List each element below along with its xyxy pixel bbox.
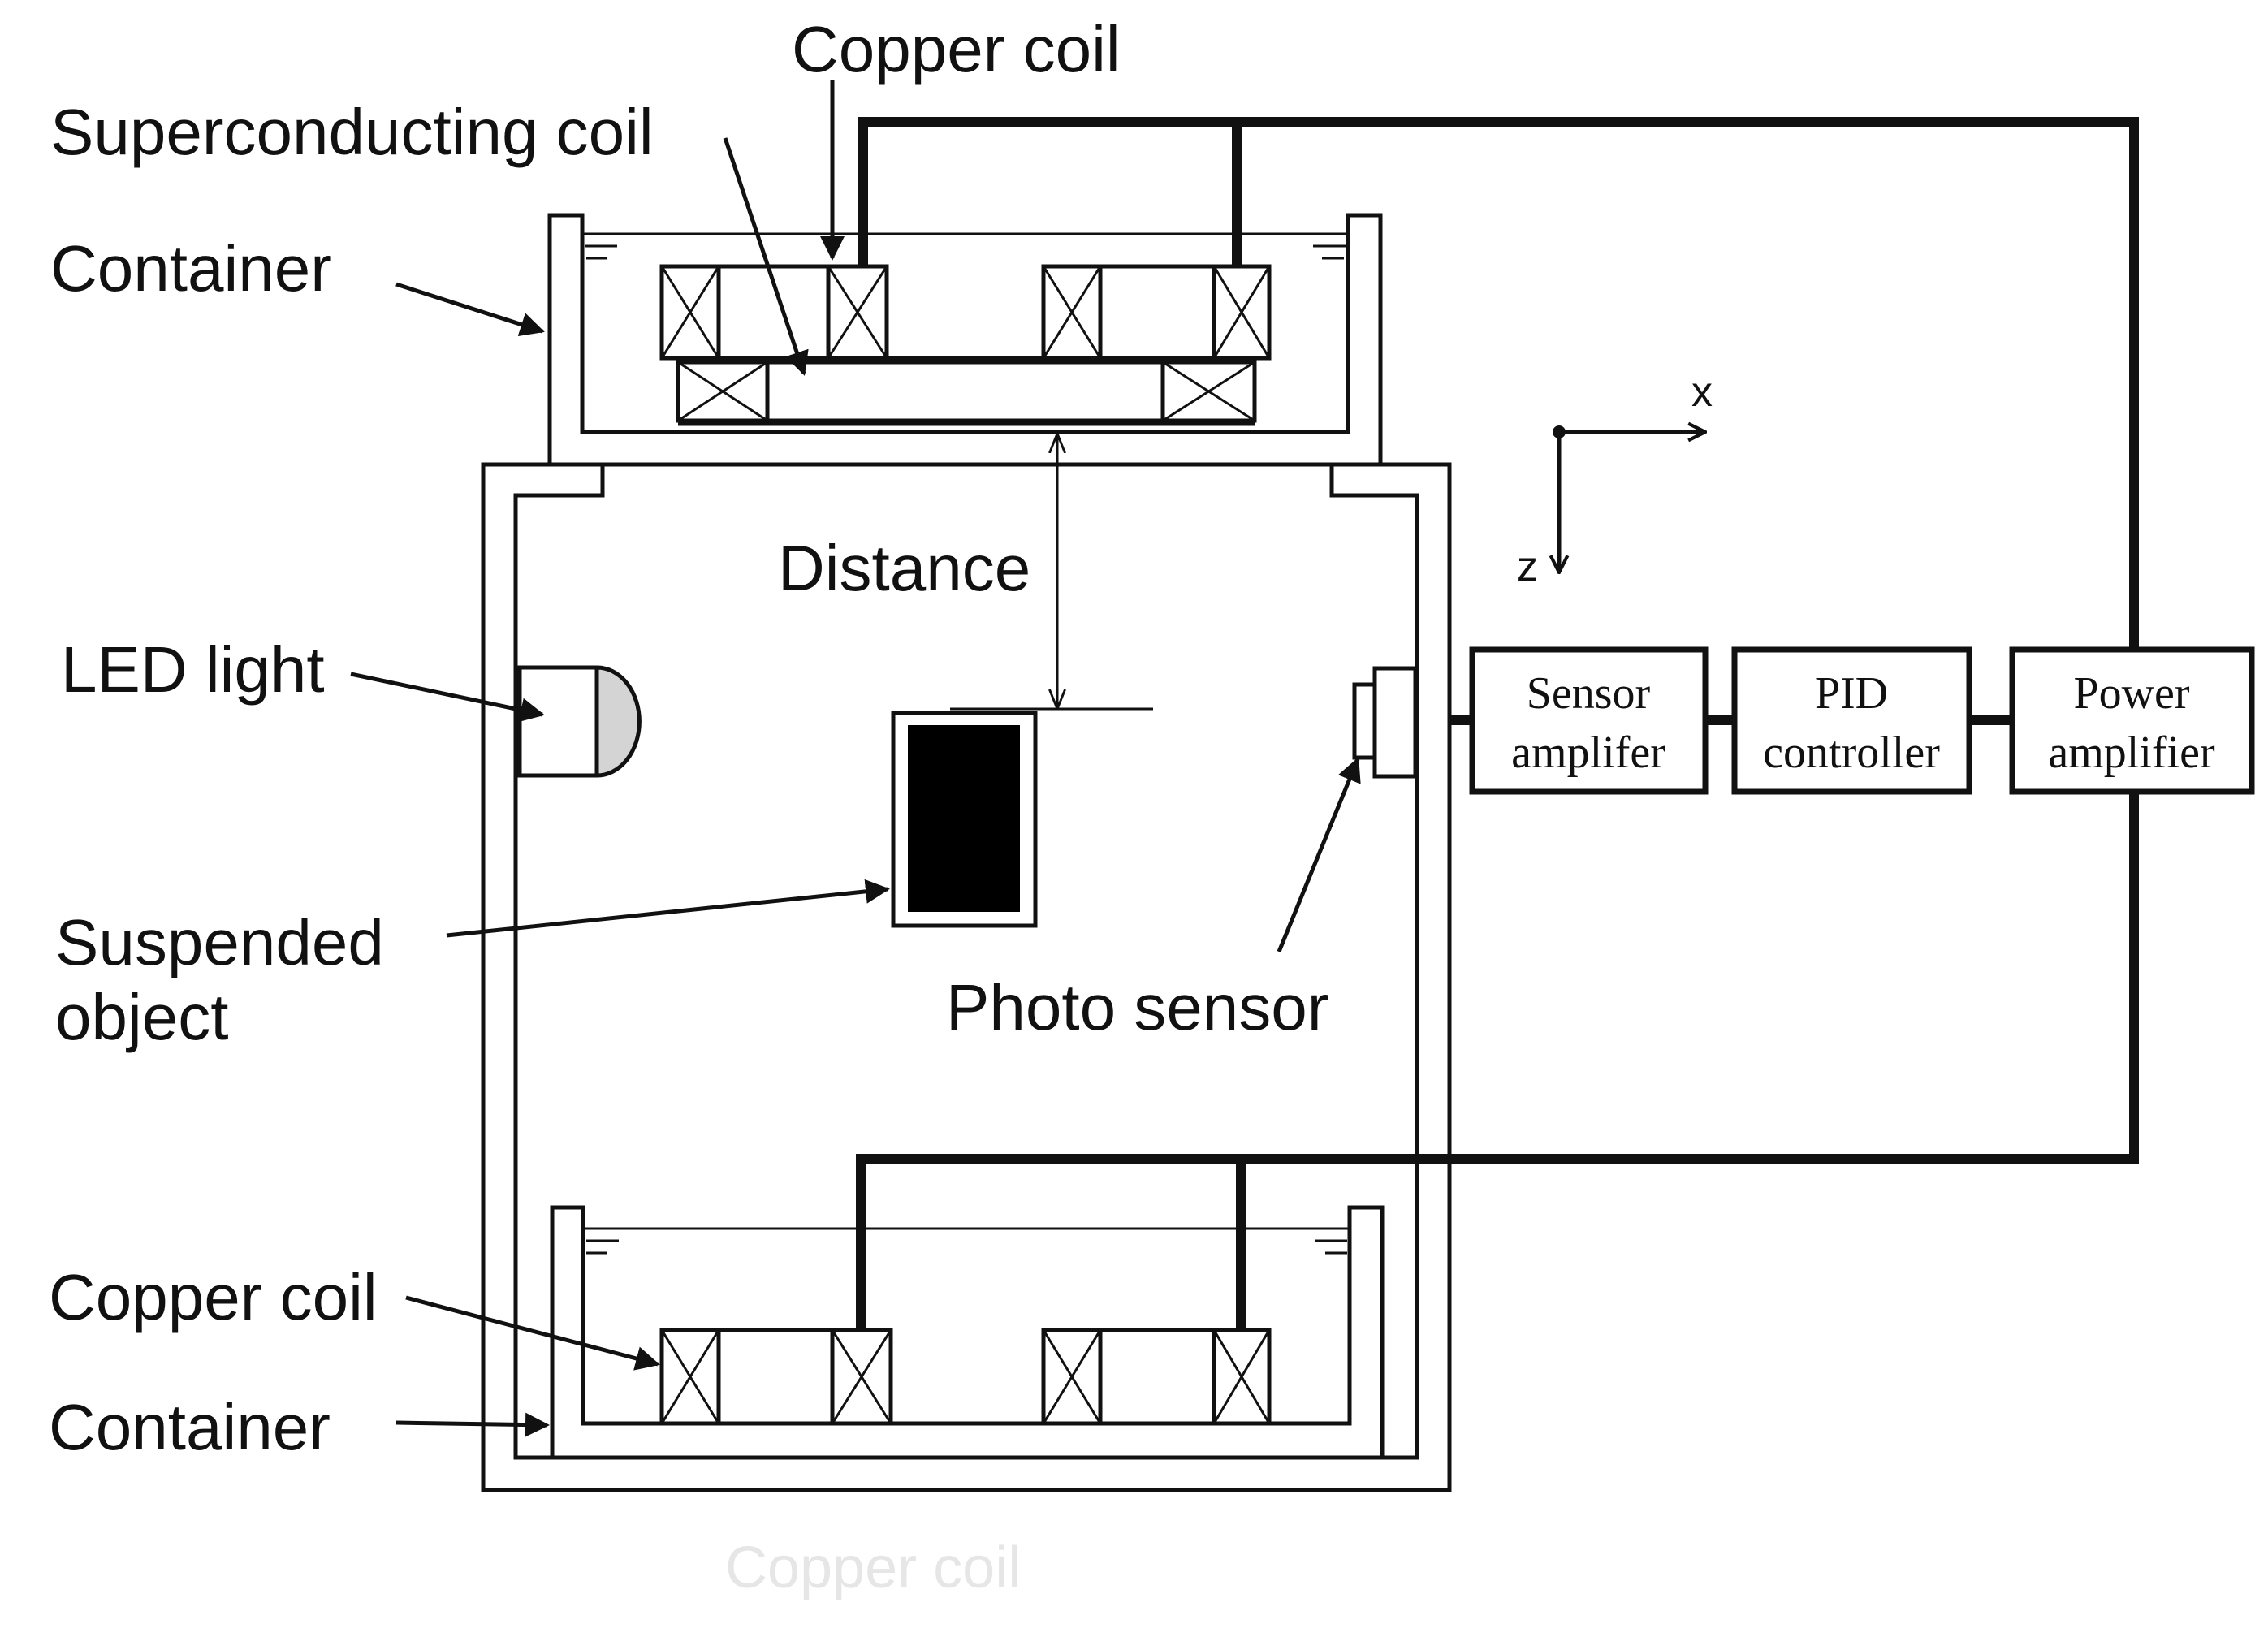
axis-z-label: z [1517,543,1538,590]
leader-arrows [350,80,1361,1437]
pid-controller-line1: PID [1815,668,1888,719]
outer-chamber [481,462,1452,1492]
power-amplifier-box: Power amplifier [2009,646,2255,795]
power-amplifier-line2: amplifier [2048,728,2215,778]
bottom-container [550,1205,1385,1460]
label-container-bottom: Container [49,1391,330,1463]
label-copper-coil-bottom: Copper coil [49,1261,378,1333]
sensor-amplifier-line1: Sensor [1527,668,1651,719]
label-suspended-object-line1: Suspended [55,906,384,978]
top-copper-coil [659,264,1272,361]
sensor-amplifier-line2: amplifer [1511,728,1665,778]
pid-controller-line2: controller [1763,728,1940,778]
sensor-amplifier-box: Sensor amplifer [1469,646,1709,795]
distance-dimension [950,434,1153,711]
power-amplifier-line1: Power [2073,668,2189,719]
suspended-object [891,711,1038,928]
coordinate-axes: x z [1517,369,1713,590]
label-suspended-object-line2: object [55,981,228,1053]
photo-sensor [1352,666,1418,779]
label-photo-sensor: Photo sensor [946,971,1328,1043]
label-superconducting-coil: Superconducting coil [50,96,654,168]
bottom-copper-coil [659,1328,1272,1426]
labels: Copper coil Superconducting coil Contain… [49,13,1328,1600]
label-led-light: LED light [61,633,325,706]
axis-x-label: x [1691,369,1713,416]
wiring [856,117,2139,1330]
label-copper-coil-ghost: Copper coil [725,1535,1021,1600]
label-copper-coil-top: Copper coil [792,13,1121,85]
label-distance: Distance [778,532,1030,604]
led-light [517,665,642,778]
label-container-top: Container [50,232,332,305]
top-container [547,213,1383,467]
pid-controller-box: PID controller [1731,646,1972,795]
superconducting-coil [676,360,1257,426]
